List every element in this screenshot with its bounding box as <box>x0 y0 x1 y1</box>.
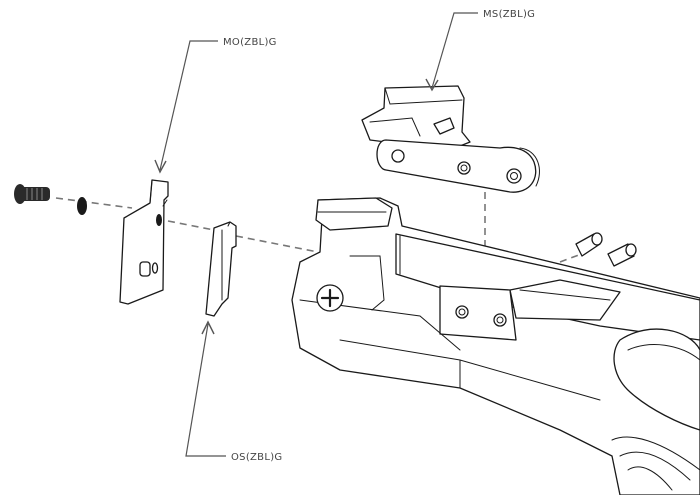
os-strip-part <box>205 221 237 317</box>
screw-icon <box>14 184 50 204</box>
leader-lines <box>154 12 478 457</box>
assembly-guide-lines <box>55 192 593 290</box>
main-housing-part <box>291 197 700 495</box>
label-ms: MS(ZBL)G <box>483 9 535 20</box>
label-mo: MO(ZBL)G <box>223 37 277 48</box>
mo-plate-part <box>119 179 169 305</box>
label-os: OS(ZBL)G <box>231 452 282 463</box>
pins-icon <box>575 232 637 267</box>
washer-icon <box>77 197 87 215</box>
ms-bracket-part <box>361 85 540 193</box>
